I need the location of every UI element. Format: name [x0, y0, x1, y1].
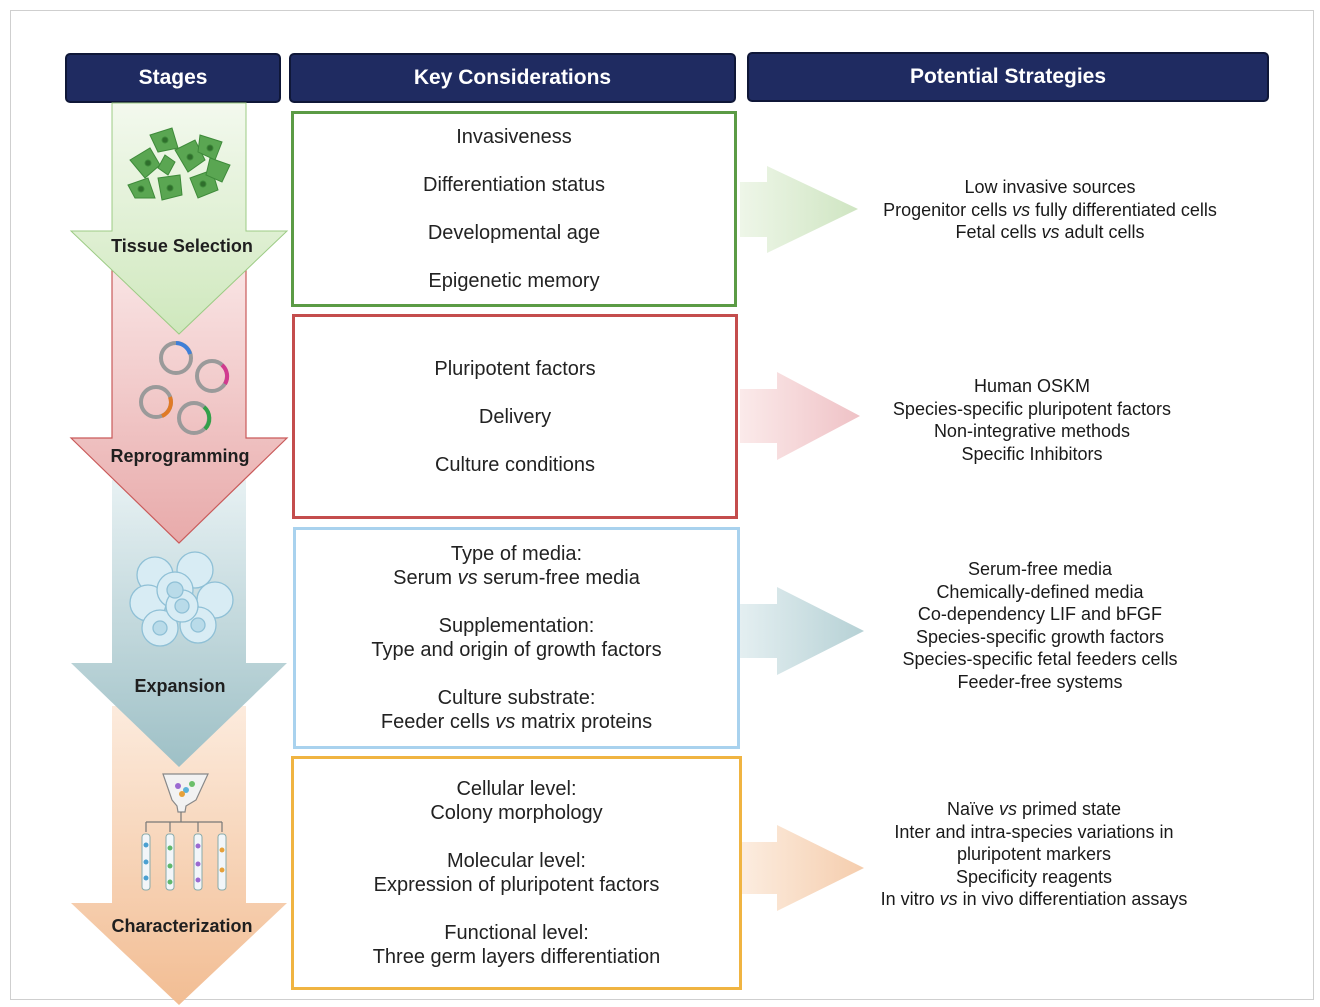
consideration-item: Developmental age	[428, 221, 600, 245]
strategy-line: Progenitor cells vs fully differentiated…	[883, 199, 1217, 220]
fibroblast-cells-icon	[127, 127, 231, 201]
strategy-line: Chemically-defined media	[936, 581, 1144, 602]
consideration-line: Epigenetic memory	[428, 270, 600, 292]
stage-arrow-tissue-selection	[69, 102, 289, 335]
strategy-line: Human OSKM	[973, 376, 1091, 396]
consideration-line: Developmental age	[427, 222, 601, 244]
consideration-line: Colony morphology	[430, 802, 603, 824]
strategy-arrow-reprogramming	[740, 372, 860, 460]
strategy-arrow-characterization	[740, 825, 864, 911]
cell-colony-icon	[129, 551, 234, 647]
consideration-line: Molecular level:	[447, 850, 586, 872]
consideration-item: Invasiveness	[456, 125, 572, 149]
strategy-line: Feeder-free systems	[957, 671, 1123, 692]
consideration-line: Cellular level:	[456, 778, 577, 800]
consideration-item: Functional level:Three germ layers diffe…	[373, 921, 661, 969]
strategy-line: Non-integrative methods	[933, 421, 1131, 441]
stage-label-characterization: Characterization	[111, 916, 253, 936]
consideration-line: Expression of pluripotent factors	[373, 874, 660, 896]
consideration-item: Delivery	[479, 405, 551, 429]
consideration-line: Differentiation status	[423, 174, 605, 196]
strategy-line: Fetal cells vs adult cells	[955, 222, 1145, 242]
consideration-item: Culture conditions	[435, 453, 595, 477]
consideration-line: Type of media:	[450, 543, 583, 565]
consideration-line: Feeder cells vs matrix proteins	[380, 711, 653, 733]
stage-label-reprogramming: Reprogramming	[110, 446, 250, 466]
header-potential-strategies: Potential Strategies	[747, 52, 1269, 102]
header-key-considerations: Key Considerations	[289, 53, 736, 103]
cell-sorting-tubes-icon	[141, 773, 227, 891]
consideration-item: Cellular level:Colony morphology	[430, 777, 602, 825]
consideration-item: Differentiation status	[423, 173, 605, 197]
consideration-line: Delivery	[478, 405, 552, 428]
consideration-item: Pluripotent factors	[434, 357, 595, 381]
stage-arrow-characterization	[71, 706, 287, 1005]
strategy-line: pluripotent markers	[956, 844, 1112, 864]
consideration-item: Type of media:Serum vs serum-free media	[393, 542, 640, 590]
consideration-line: Culture conditions	[434, 453, 596, 476]
strategy-arrow-expansion	[740, 587, 864, 675]
consideration-line: Three germ layers differentiation	[372, 946, 661, 968]
strategy-arrow-tissue-selection	[740, 166, 858, 253]
plasmid-vectors-icon	[139, 341, 230, 435]
strategy-line: Serum-free media	[967, 559, 1113, 579]
consideration-item: Culture substrate:Feeder cells vs matrix…	[381, 686, 652, 734]
strategy-line: Species-specific fetal feeders cells	[902, 649, 1178, 669]
strategy-line: Specificity reagents	[955, 866, 1113, 887]
strategy-line: In vitro vs in vivo differentiation assa…	[880, 889, 1188, 909]
stage-label-tissue-selection: Tissue Selection	[111, 236, 253, 256]
strategy-line: Co-dependency LIF and bFGF	[917, 604, 1163, 624]
stage-label-expansion: Expansion	[134, 676, 226, 696]
consideration-item: Molecular level:Expression of pluripoten…	[374, 849, 660, 897]
consideration-line: Pluripotent factors	[434, 357, 596, 380]
strategy-line: Inter and intra-species variations in	[894, 821, 1174, 842]
strategy-line: Specific Inhibitors	[961, 443, 1103, 464]
consideration-item: Epigenetic memory	[428, 269, 599, 293]
consideration-line: Type and origin of growth factors	[371, 639, 662, 661]
strategy-line: Naïve vs primed state	[946, 799, 1122, 819]
header-stages: Stages	[65, 53, 281, 103]
strategy-line: Species-specific growth factors	[915, 626, 1165, 647]
stage-arrow-expansion	[71, 480, 287, 767]
strategy-line: Low invasive sources	[964, 177, 1136, 197]
consideration-line: Supplementation:	[438, 615, 595, 637]
stage-arrow-reprogramming	[69, 267, 289, 544]
consideration-item: Supplementation:Type and origin of growt…	[371, 614, 661, 662]
consideration-line: Functional level:	[444, 922, 589, 944]
consideration-line: Culture substrate:	[437, 687, 596, 709]
consideration-line: Serum vs serum-free media	[393, 567, 640, 589]
consideration-line: Invasiveness	[456, 126, 572, 148]
strategy-line: Species-specific pluripotent factors	[892, 398, 1172, 419]
